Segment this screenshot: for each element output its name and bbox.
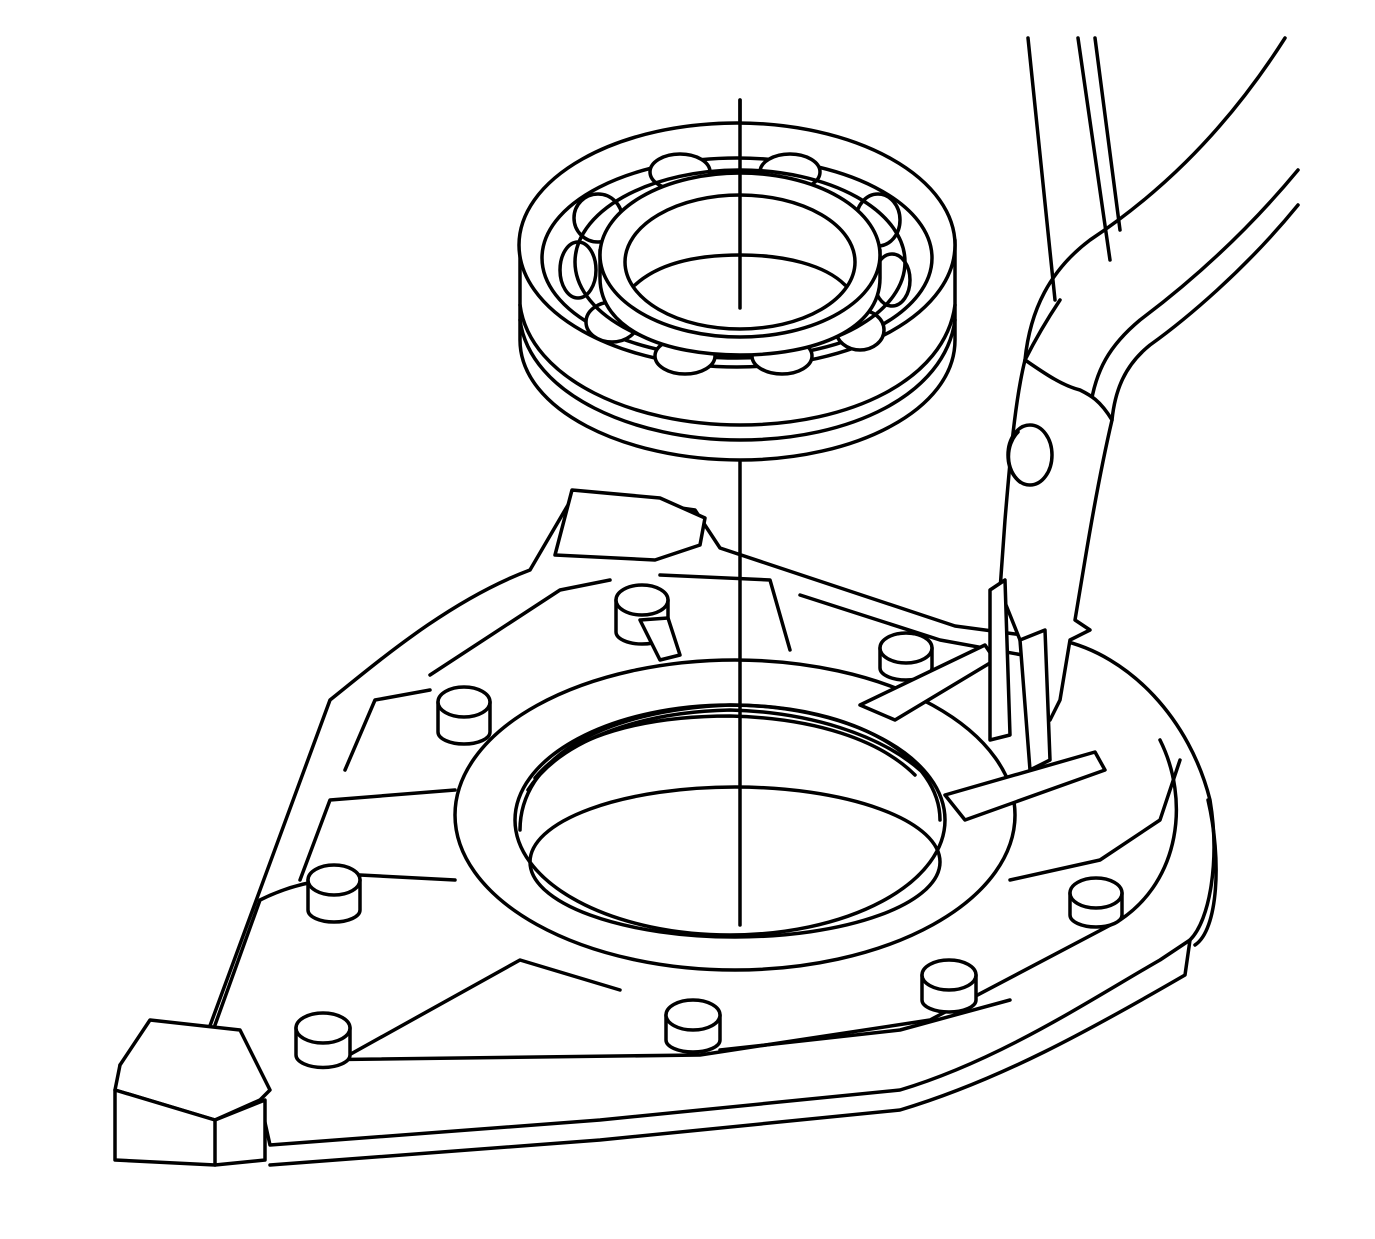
rib-channel (338, 958, 622, 1062)
ball-bearing (517, 121, 957, 462)
pivot-rivet-edge (1006, 430, 1022, 484)
rib-channel (658, 573, 792, 652)
rib-channel (343, 688, 432, 772)
plier-handle (1023, 36, 1287, 362)
bolt-boss (436, 685, 492, 746)
rib-channel (798, 593, 1052, 662)
plier-body-edge (1023, 298, 1062, 362)
plier-handle (1088, 168, 1300, 412)
bolt-boss (1068, 876, 1124, 929)
plier-tip (988, 578, 1012, 742)
plier-handle (1093, 36, 1122, 232)
snap-ring-pliers (988, 36, 1300, 772)
plier-handle (1026, 36, 1057, 302)
rib-channel (1008, 758, 1182, 882)
plier-handle (1110, 203, 1300, 422)
mounting-lug-left (113, 1018, 272, 1167)
rib-strut (638, 616, 682, 662)
bolt-boss (294, 1011, 352, 1070)
plate-bottom-edge (268, 938, 1192, 1167)
plate-right-edge (1193, 798, 1218, 947)
mounting-lug-top (553, 488, 707, 562)
bolt-boss (306, 863, 362, 924)
bolt-boss (664, 998, 722, 1054)
rib-channel (428, 578, 612, 677)
bearing-bore (453, 658, 1017, 972)
plier-tip (1018, 628, 1052, 772)
rib-channel (298, 788, 457, 882)
bolt-boss (920, 958, 978, 1014)
plier-handle (1076, 36, 1112, 262)
retainer-plate (113, 488, 1218, 1167)
